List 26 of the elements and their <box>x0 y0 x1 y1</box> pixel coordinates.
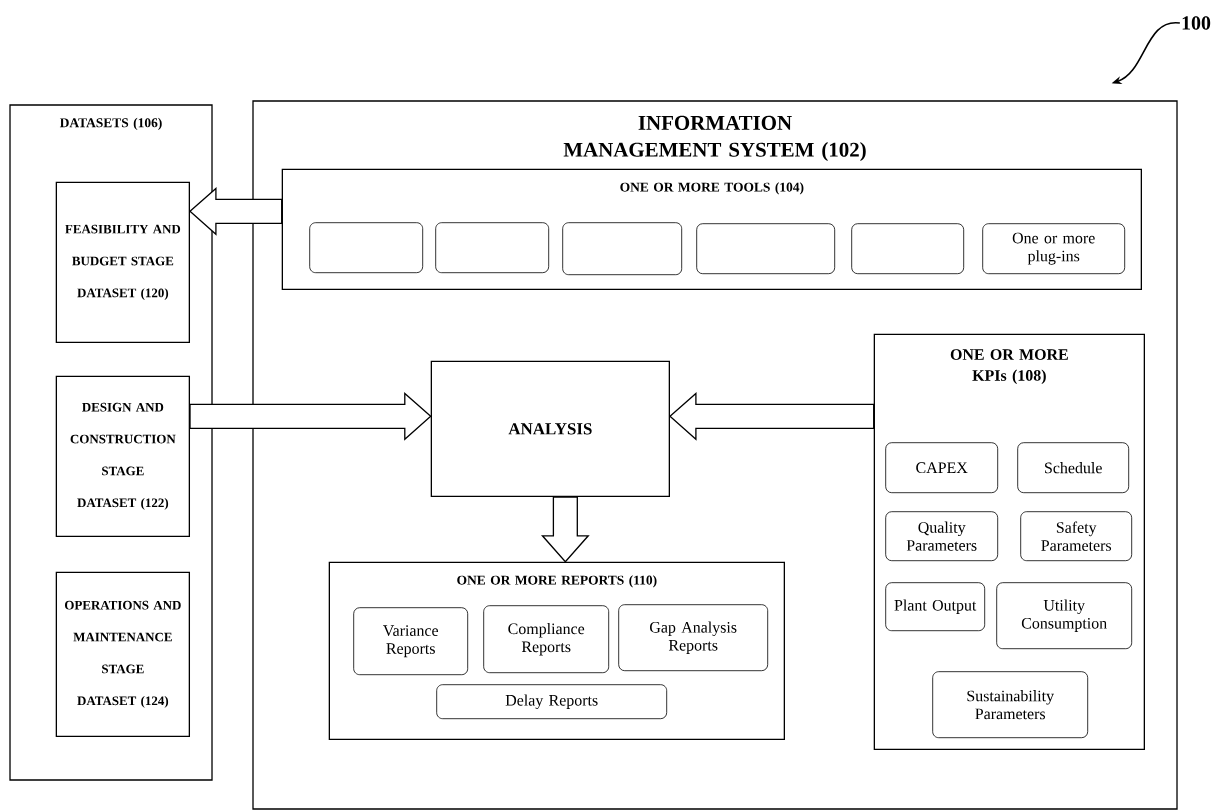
block-arrow <box>189 392 432 441</box>
item-box: Delay Reports <box>436 684 668 720</box>
block-arrow <box>669 392 875 441</box>
dataset-box: DESIGN AND CONSTRUCTION STAGE DATASET (122) <box>55 375 190 537</box>
tool-box <box>562 222 683 276</box>
item-box: Gap Analysis Reports <box>618 604 769 672</box>
item-box: Utility Consumption <box>996 582 1133 650</box>
dataset-box: OPERATIONS AND MAINTENANCE STAGE DATASET (124) <box>55 571 190 737</box>
item-box: Plant Output <box>885 582 986 632</box>
item-box: CAPEX <box>885 442 999 494</box>
tool-box <box>851 223 965 275</box>
item-box: One or more plug-ins <box>982 223 1126 275</box>
block-arrow <box>541 496 590 563</box>
tool-box <box>696 223 836 275</box>
item-box: Variance Reports <box>353 607 469 676</box>
dataset-box: FEASIBILITY AND BUDGET STAGE DATASET (120) <box>55 181 190 343</box>
tool-box <box>309 222 424 274</box>
item-box: Sustainability Parameters <box>932 671 1089 739</box>
tool-box <box>435 222 550 274</box>
block-arrow <box>189 187 283 236</box>
analysis-box: ANALYSIS <box>430 360 670 497</box>
item-box: Quality Parameters <box>885 511 999 562</box>
item-box: Compliance Reports <box>483 605 610 674</box>
item-box: Schedule <box>1017 442 1130 494</box>
item-box: Safety Parameters <box>1020 511 1133 562</box>
reference-numeral: 100 <box>1182 16 1211 30</box>
